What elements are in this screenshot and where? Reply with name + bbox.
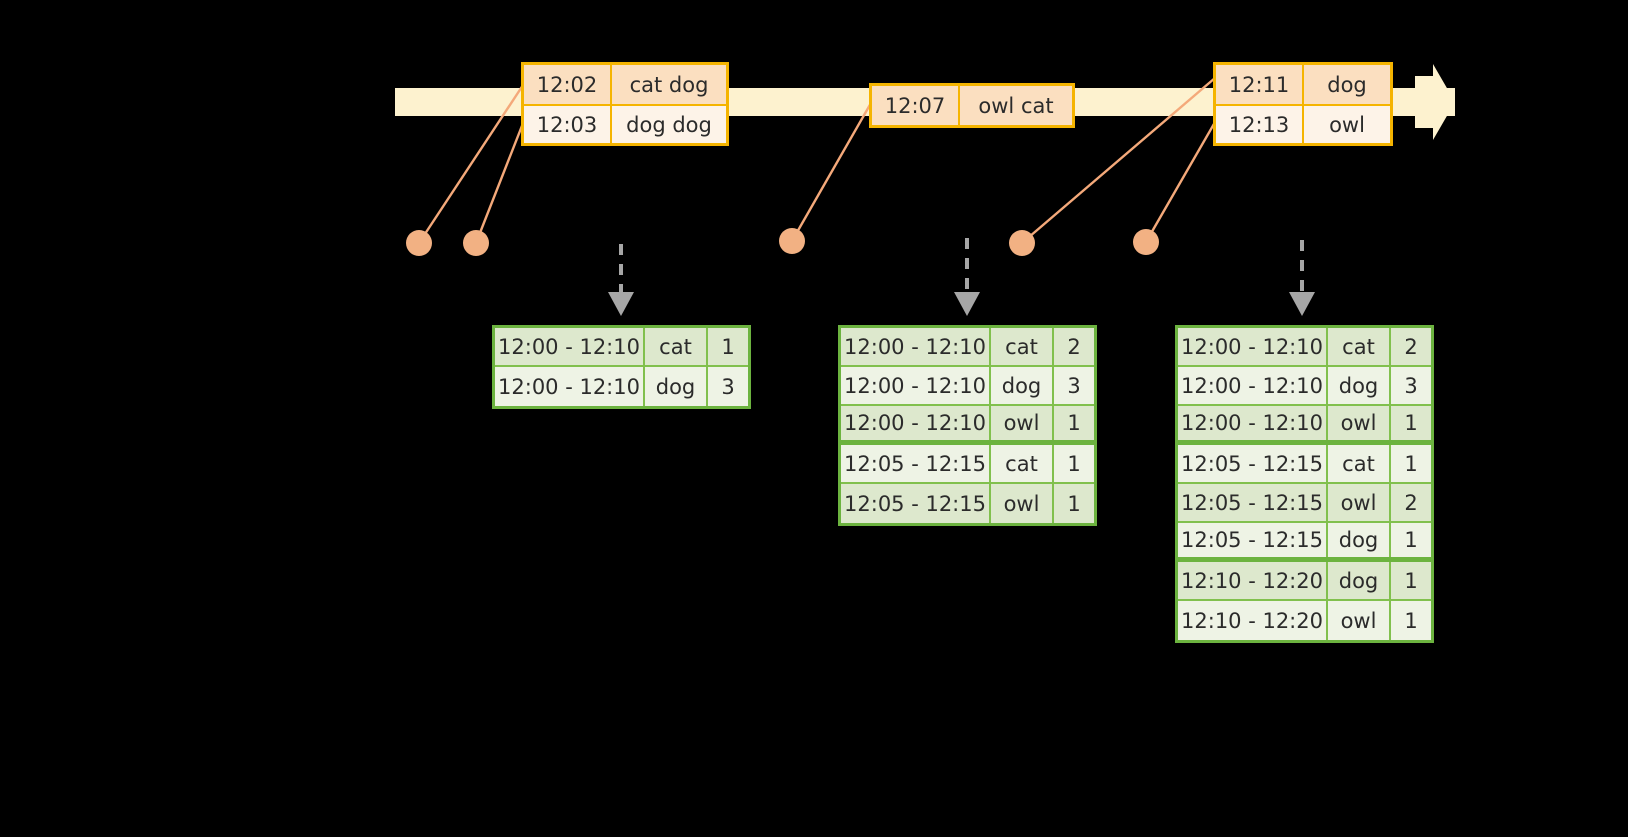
cell-count: 1 xyxy=(1404,411,1418,435)
event-payload: dog xyxy=(1327,72,1367,97)
connector-dot-4 xyxy=(1009,230,1035,256)
event-payload: dog dog xyxy=(626,112,712,137)
event-time: 12:11 xyxy=(1216,65,1304,104)
cell-window: 12:05 - 12:15 xyxy=(1178,445,1328,482)
cell-key: owl xyxy=(991,484,1054,523)
cell-window: 12:00 - 12:10 xyxy=(1178,328,1328,365)
cell-window: 12:00 - 12:10 xyxy=(841,406,991,440)
event-time: 12:02 xyxy=(524,65,612,104)
cell-count: 1 xyxy=(1404,568,1418,593)
timeline-arrow-head xyxy=(1415,64,1455,140)
cell-window: 12:10 - 12:20 xyxy=(1178,601,1328,640)
event-payload: cat dog xyxy=(629,72,709,97)
cell-key: dog xyxy=(991,367,1054,404)
cell-window: 12:00 - 12:10 xyxy=(1178,367,1328,404)
connector-dot-3 xyxy=(779,228,805,254)
cell-key: dog xyxy=(1328,523,1391,557)
cell-window: 12:00 - 12:10 xyxy=(841,328,991,365)
cell-key: owl xyxy=(1328,601,1391,640)
event-time: 12:07 xyxy=(872,86,960,125)
cell-window: 12:05 - 12:15 xyxy=(841,445,991,482)
cell-window: 12:10 - 12:20 xyxy=(1178,562,1328,599)
cell-count: 3 xyxy=(1067,373,1081,398)
cell-key: cat xyxy=(991,445,1054,482)
event-payload: owl cat xyxy=(978,93,1054,118)
cell-count: 1 xyxy=(1067,491,1081,516)
cell-count: 1 xyxy=(1067,411,1081,435)
connector-dot-5 xyxy=(1133,229,1159,255)
cell-count: 1 xyxy=(721,334,735,359)
event-card-c[interactable]: 12:11 dog 12:13 owl xyxy=(1213,62,1393,146)
cell-key: dog xyxy=(1328,562,1391,599)
event-time: 12:13 xyxy=(1216,106,1304,143)
event-time: 12:03 xyxy=(524,106,612,143)
connector-dot-1 xyxy=(406,230,432,256)
connector-dot-2 xyxy=(463,230,489,256)
cell-key: owl xyxy=(1328,406,1391,440)
cell-key: owl xyxy=(1328,484,1391,521)
cell-key: owl xyxy=(991,406,1054,440)
cell-key: dog xyxy=(645,367,708,406)
event-row: 12:11 dog xyxy=(1216,65,1390,104)
cell-count: 2 xyxy=(1404,334,1418,359)
cell-window: 12:00 - 12:10 xyxy=(1178,406,1328,440)
event-row: 12:03 dog dog xyxy=(524,104,726,143)
cell-count: 1 xyxy=(1404,451,1418,476)
cell-window: 12:00 - 12:10 xyxy=(841,367,991,404)
cell-window: 12:05 - 12:15 xyxy=(1178,484,1328,521)
event-card-b[interactable]: 12:07 owl cat xyxy=(869,83,1075,128)
cell-count: 1 xyxy=(1404,528,1418,552)
event-row: 12:07 owl cat xyxy=(872,86,1072,125)
event-row: 12:13 owl xyxy=(1216,104,1390,143)
cell-window: 12:05 - 12:15 xyxy=(841,484,991,523)
event-payload: owl xyxy=(1329,112,1365,137)
event-row: 12:02 cat dog xyxy=(524,65,726,104)
cell-key: cat xyxy=(1328,445,1391,482)
cell-window: 12:00 - 12:10 xyxy=(495,328,645,365)
event-card-a[interactable]: 12:02 cat dog 12:03 dog dog xyxy=(521,62,729,146)
emit-arrows xyxy=(608,238,1315,316)
cell-key: cat xyxy=(991,328,1054,365)
cell-count: 2 xyxy=(1067,334,1081,359)
cell-count: 1 xyxy=(1404,608,1418,633)
cell-count: 2 xyxy=(1404,490,1418,515)
cell-count: 3 xyxy=(721,374,735,399)
cell-key: cat xyxy=(645,328,708,365)
cell-key: dog xyxy=(1328,367,1391,404)
cell-count: 1 xyxy=(1067,451,1081,476)
cell-window: 12:05 - 12:15 xyxy=(1178,523,1328,557)
cell-count: 3 xyxy=(1404,373,1418,398)
cell-window: 12:00 - 12:10 xyxy=(495,367,645,406)
cell-key: cat xyxy=(1328,328,1391,365)
